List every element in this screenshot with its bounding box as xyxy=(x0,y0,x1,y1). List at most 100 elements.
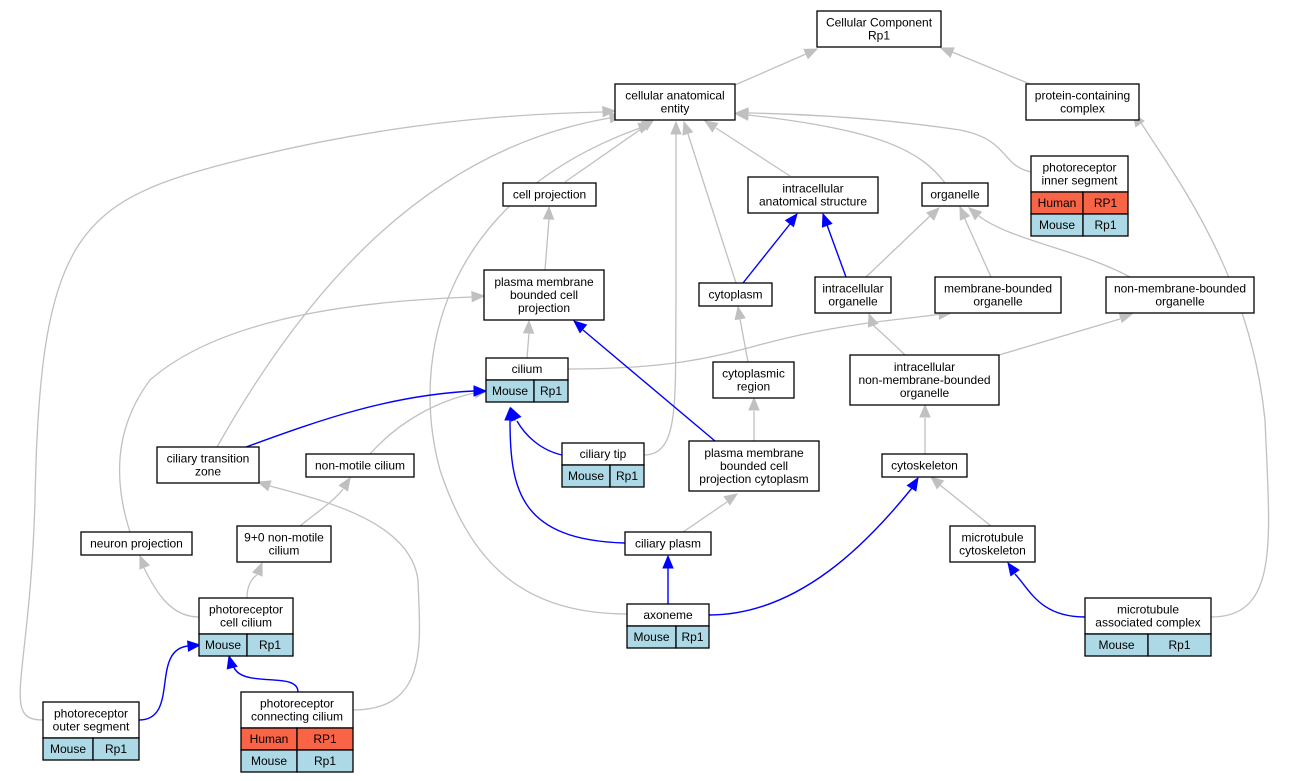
node-label: cytoplasm xyxy=(708,288,762,302)
edge-intraorg-to-organelle xyxy=(865,207,940,278)
node-box xyxy=(688,440,820,492)
species-label: Mouse xyxy=(492,384,528,398)
edge-inmbo-to-nmbo-arrowhead xyxy=(1118,312,1134,324)
gene-label: Rp1 xyxy=(540,384,562,398)
node-cytosk[interactable]: cytoskeleton xyxy=(881,453,968,478)
node-label: cytoskeleton xyxy=(891,459,958,473)
edge-npj-to-pmbcp-arrowhead xyxy=(471,290,486,303)
species-label: Mouse xyxy=(205,638,241,652)
node-label: cell cilium xyxy=(220,616,272,630)
edge-cilium-to-pmbcp-arrowhead xyxy=(522,319,535,334)
edge-pos-to-cae-arrowhead xyxy=(602,105,617,118)
node-box xyxy=(747,176,879,214)
gene-cell xyxy=(296,749,354,773)
edge-axoneme-partof-cytosk xyxy=(708,476,919,616)
node-label: ciliary tip xyxy=(580,447,627,461)
node-label: Rp1 xyxy=(868,29,890,43)
edge-pmbcp-to-cellproj xyxy=(542,205,555,271)
edge-pis-to-cae xyxy=(734,107,1032,173)
node-box xyxy=(1084,597,1212,635)
gene-cell xyxy=(1082,213,1129,237)
node-label: membrane-bounded xyxy=(944,282,1052,296)
edge-cytoreg-to-cytoplasm-arrowhead xyxy=(734,305,746,321)
edge-pos-partof-pcilium xyxy=(138,640,202,721)
edge-intraorg-partof-ias-arrowhead xyxy=(821,212,833,228)
node-label: cilium xyxy=(512,362,543,376)
edge-ctip-partof-cilium xyxy=(510,406,563,456)
gene-label: RP1 xyxy=(313,732,337,746)
node-label: organelle xyxy=(1155,295,1205,309)
node-label: microtubule xyxy=(961,531,1023,545)
node-label: anatomical structure xyxy=(759,195,867,209)
species-label: Mouse xyxy=(1039,218,1075,232)
node-box xyxy=(624,531,712,556)
node-label: photoreceptor xyxy=(1042,161,1116,175)
node-npj[interactable]: neuron projection xyxy=(80,531,193,556)
node-box xyxy=(1025,83,1140,121)
node-inmbo[interactable]: intracellularnon-membrane-boundedorganel… xyxy=(849,354,1000,406)
edge-nmbo-to-organelle-arrowhead xyxy=(968,207,983,221)
edge-pcilium-to-npj-arrowhead xyxy=(139,554,151,570)
node-label: cytoplasmic xyxy=(722,367,785,381)
node-label: entity xyxy=(661,102,690,116)
node-organelle[interactable]: organelle xyxy=(921,182,989,207)
edge-pis-to-cae-arrowhead xyxy=(734,107,749,119)
gene-label: Rp1 xyxy=(616,469,638,483)
edge-axoneme-to-cae-arrowhead xyxy=(637,122,653,134)
edge-organelle-to-cae xyxy=(734,109,946,184)
node-label: organelle xyxy=(828,295,878,309)
gene-cell xyxy=(609,464,645,488)
edge-cae-to-cc-arrowhead xyxy=(803,48,819,60)
node-cplasm[interactable]: ciliary plasm xyxy=(624,531,712,556)
node-box xyxy=(156,446,260,484)
node-label: cell projection xyxy=(513,188,586,202)
species-label: Mouse xyxy=(568,469,604,483)
node-label: ciliary plasm xyxy=(635,537,701,551)
edge-pconn-partof-pcilium xyxy=(226,654,299,693)
edge-pconn-partof-pcilium-arrowhead xyxy=(226,654,238,670)
node-label: connecting cilium xyxy=(251,710,343,724)
species-label: Human xyxy=(250,732,289,746)
edge-inmbo-to-nmbo xyxy=(998,312,1134,356)
node-label: region xyxy=(737,380,770,394)
node-label: intracellular xyxy=(894,360,955,374)
edge-cplasm-partof-cilium-arrowhead xyxy=(504,406,516,421)
edge-ias-to-cae-arrowhead xyxy=(703,120,719,133)
node-label: non-membrane-bounded xyxy=(858,373,990,387)
edge-intraorg-partof-ias xyxy=(821,212,847,278)
node-label: neuron projection xyxy=(90,537,183,551)
species-label: Mouse xyxy=(633,630,669,644)
edge-ctip-to-cae xyxy=(643,120,682,456)
node-cytoplasm[interactable]: cytoplasm xyxy=(698,282,773,307)
node-cellproj[interactable]: cell projection xyxy=(502,182,597,207)
edge-cytosk-to-inmbo-arrowhead xyxy=(919,403,931,418)
edge-cae-to-cc xyxy=(734,48,819,86)
node-label: complex xyxy=(1060,102,1105,116)
gene-label: Rp1 xyxy=(105,742,127,756)
edge-inmbo-to-intraorg xyxy=(867,312,906,356)
gene-cell xyxy=(92,737,140,761)
node-nmc[interactable]: non-motile cilium xyxy=(305,453,415,478)
gene-cell xyxy=(1147,633,1212,657)
